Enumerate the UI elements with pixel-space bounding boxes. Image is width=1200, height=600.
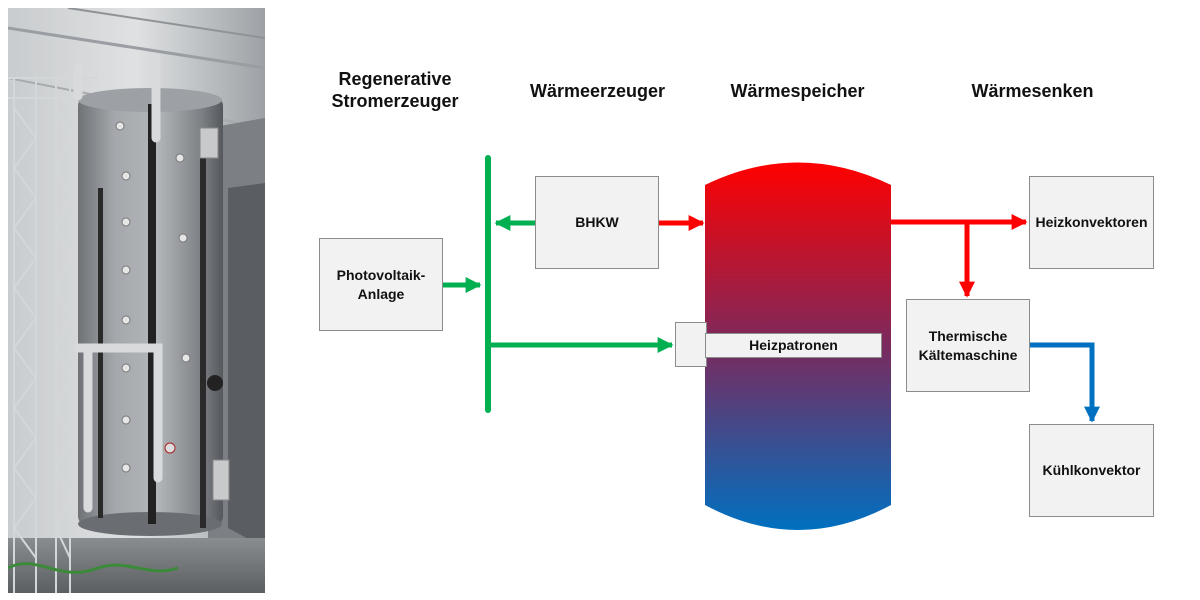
kuehlkonvektor-label: Kühlkonvektor [1042,462,1141,478]
kaeltemaschine-box: Thermische Kältemaschine [906,299,1030,392]
storage-tank-photo-graphic [8,8,265,593]
kaeltemaschine-label: Thermische Kältemaschine [918,327,1018,363]
kaeltemaschine-to-kuehlkonvektor-arrow [1030,342,1101,423]
heizkonvektoren-box: Heizkonvektoren [1029,176,1154,269]
heizpatronen-connector [675,322,707,367]
heading-waermesenken: Wärmesenken [971,81,1094,101]
bhkw-box: BHKW [535,176,659,269]
heizpatronen-label: Heizpatronen [749,337,838,353]
heading-regenerative-stromerzeuger: Regenerative Stromerzeuger [331,69,459,111]
bhkw-label: BHKW [575,214,619,230]
heizkonvektoren-label: Heizkonvektoren [1035,214,1148,230]
photovoltaik-box: Photovoltaik-Anlage [319,238,443,331]
storage-tank-photo [8,8,265,593]
heizpatronen-box: Heizpatronen [705,333,882,358]
photovoltaik-label: Photovoltaik-Anlage [336,266,426,302]
heading-waermeerzeuger: Wärmeerzeuger [529,81,666,101]
kuehlkonvektor-box: Kühlkonvektor [1029,424,1154,517]
heading-waermespeicher: Wärmespeicher [730,81,865,101]
